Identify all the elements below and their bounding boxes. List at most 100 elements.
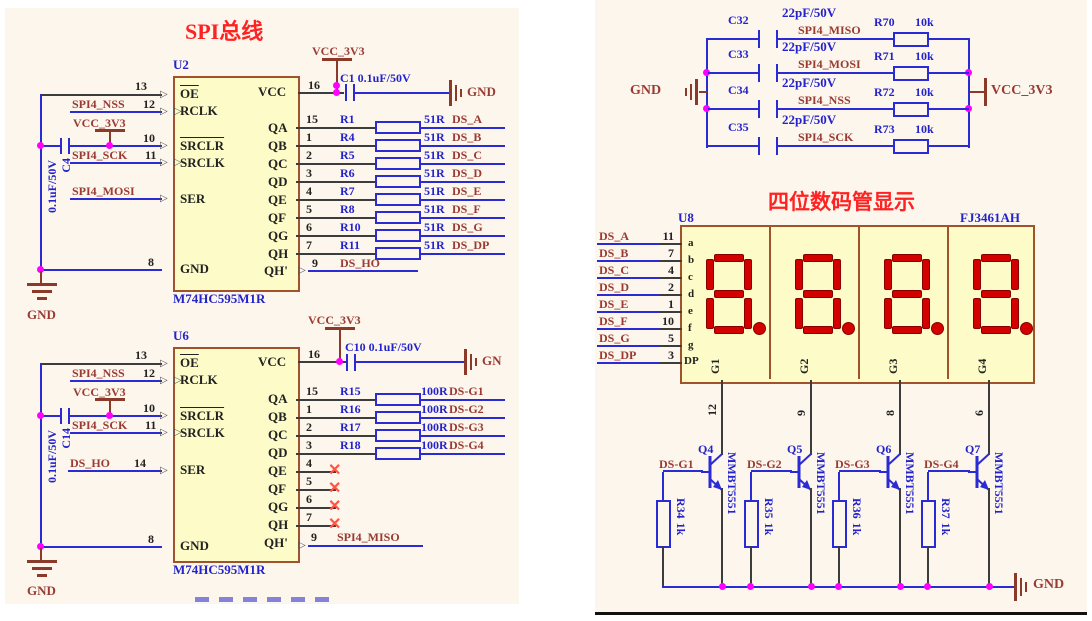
- pin-number: 14: [134, 456, 146, 470]
- wire: [597, 294, 660, 296]
- wire: [751, 470, 792, 472]
- pin-arrow-icon: ▷: [160, 140, 168, 151]
- cap-plate: [776, 64, 778, 82]
- resistor-designator: R18: [340, 438, 361, 452]
- resistor-body: [921, 500, 936, 548]
- npn-transistor-icon: [790, 453, 812, 491]
- wire: [988, 380, 990, 455]
- u6-pin-ser: SER: [180, 462, 206, 477]
- pin-number: 6: [306, 492, 312, 506]
- gnd-bar: [1014, 573, 1017, 601]
- npn-transistor-icon: [879, 453, 901, 491]
- pin-arrow-icon: ▷: [160, 427, 168, 438]
- gnd-bar: [27, 560, 57, 563]
- bus-wire: [968, 38, 970, 148]
- gnd-bar: [695, 79, 698, 105]
- u6-chip-body: [173, 347, 300, 563]
- resistor-value: 51R: [424, 166, 445, 180]
- wire: [420, 181, 505, 183]
- seven-segment-digit: [795, 254, 841, 334]
- wire: [296, 253, 376, 255]
- wire: [929, 108, 969, 110]
- q7-designator: Q7: [965, 442, 981, 456]
- u2-chip-body: [173, 76, 300, 292]
- c4-value: 0.1uF/50V: [45, 160, 59, 214]
- u6-pin-qc: QC: [268, 427, 288, 442]
- u6-part-number: M74HC595M1R: [173, 562, 266, 577]
- u6-pin-qb: QB: [268, 409, 287, 424]
- cap-designator: C32: [728, 13, 749, 27]
- pin-number: 10: [143, 401, 155, 415]
- pin-number: 1: [306, 402, 312, 416]
- pin-arrow-icon: ▷: [160, 89, 168, 100]
- segment-letter-e: e: [688, 305, 693, 317]
- resistor-designator: R11: [340, 238, 361, 252]
- u2-pin-qb: QB: [268, 138, 287, 153]
- pin-number: 3: [306, 166, 312, 180]
- wire: [296, 127, 376, 129]
- no-connect-x-icon: ✕: [328, 516, 342, 533]
- wire: [660, 243, 682, 245]
- wire: [927, 546, 929, 588]
- pin-arrow-icon: ▷: [160, 375, 168, 386]
- wire: [42, 415, 60, 417]
- u6-pin-qa: QA: [268, 391, 288, 406]
- wire: [708, 72, 758, 74]
- cap-designator: C34: [728, 83, 749, 97]
- u2-pin-qd: QD: [268, 174, 288, 189]
- net-label: DS_B: [599, 246, 629, 260]
- wire: [660, 260, 682, 262]
- net-label: DS-G4: [449, 438, 484, 452]
- cap-plate: [68, 138, 70, 154]
- resistor-body: [744, 500, 759, 548]
- gnd-bar: [449, 80, 452, 106]
- cap-plate: [346, 354, 348, 371]
- clock-arrow-icon: ▷: [174, 106, 182, 117]
- cap-plate: [776, 100, 778, 118]
- pin-arrow-icon: ▷: [160, 193, 168, 204]
- wire: [662, 472, 664, 500]
- pin-arrow-icon: ▷: [298, 540, 306, 551]
- junction-dot: [37, 543, 44, 550]
- segment-letter-g: g: [688, 339, 694, 351]
- cap-plate: [345, 84, 347, 101]
- net-label-ds-ho: DS_HO: [70, 456, 111, 470]
- wire: [42, 94, 162, 96]
- wire: [296, 235, 376, 237]
- net-label: DS_D: [599, 280, 630, 294]
- wire: [899, 380, 901, 455]
- pin-number: 2: [306, 148, 312, 162]
- net-label-spi4-sck: SPI4_SCK: [72, 418, 128, 432]
- u6-pin-srclr: SRCLR: [180, 408, 225, 423]
- no-connect-x-icon: ✕: [328, 498, 342, 515]
- vcc-stem: [970, 91, 984, 93]
- wire: [308, 270, 418, 272]
- net-label-spi4-miso: SPI4_MISO: [337, 530, 400, 544]
- gnd-bar: [1025, 582, 1027, 592]
- resistor-designator: R71: [874, 49, 895, 63]
- wire: [70, 111, 162, 113]
- wire: [660, 311, 682, 313]
- cap-plate: [354, 354, 356, 371]
- net-label: DS_E: [599, 297, 629, 311]
- u6-pin-qe: QE: [268, 463, 287, 478]
- junction-dot: [106, 142, 113, 149]
- net-label-spi4-nss: SPI4_NSS: [72, 97, 125, 111]
- cap-plate: [60, 408, 62, 424]
- junction-dot: [808, 583, 815, 590]
- no-connect-x-icon: ✕: [328, 480, 342, 497]
- pin-number: 9: [311, 530, 317, 544]
- vcc-bar-icon: [322, 58, 352, 61]
- resistor-designator: R5: [340, 148, 355, 162]
- resistor-body: [893, 32, 929, 47]
- wire: [662, 546, 664, 588]
- wire: [420, 253, 505, 255]
- resistor-value: 51R: [424, 238, 445, 252]
- gnd-bar: [460, 89, 462, 97]
- clock-arrow-icon: ▷: [174, 375, 182, 386]
- r36-label: R36 1k: [850, 498, 864, 536]
- wire: [298, 361, 346, 363]
- resistor-value: 10k: [915, 122, 934, 136]
- resistor-body: [375, 139, 421, 152]
- wire: [68, 470, 162, 472]
